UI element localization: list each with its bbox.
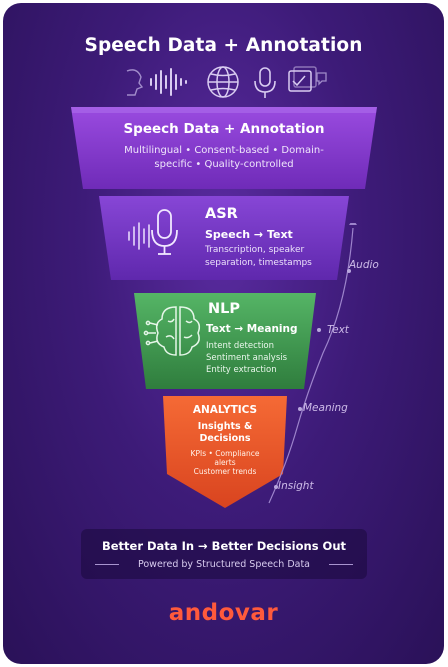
stage4-desc-line1: KPIs • Compliance [190, 449, 260, 458]
stage3-item3: Entity extraction [206, 365, 277, 375]
brain-icon [143, 306, 201, 356]
stage2-subtitle: Speech → Text [205, 228, 293, 241]
infographic-card: Speech Data + Annotation [3, 3, 444, 664]
stage4-subtitle-line1: Insights & [197, 421, 253, 432]
flow-dot [274, 485, 278, 489]
flow-dot [347, 269, 351, 273]
stage-asr: ASR Speech → Text Transcription, speaker… [99, 196, 349, 280]
flow-dot [317, 328, 321, 332]
stage-nlp: NLP Text → Meaning Intent detection Sent… [134, 293, 316, 389]
stage2-desc-line1: Transcription, speaker [205, 245, 305, 255]
stage3-title: NLP [208, 301, 241, 317]
side-label-text: Text [327, 324, 349, 336]
brand-logo: andovar [168, 600, 279, 626]
footer-headline: Better Data In → Better Decisions Out [101, 539, 347, 553]
stage-speech-data: Speech Data + Annotation Multilingual • … [71, 107, 377, 189]
stage2-title: ASR [205, 206, 238, 222]
footer-divider-right [329, 564, 353, 565]
footer-subline: Powered by Structured Speech Data [137, 559, 311, 570]
stage3-item2: Sentiment analysis [206, 353, 288, 363]
flow-arrow-head [349, 223, 357, 225]
globe-icon [207, 66, 239, 98]
stage1-title: Speech Data + Annotation [123, 121, 325, 137]
checklist-icon [288, 66, 317, 92]
side-label-meaning: Meaning [303, 402, 348, 414]
flow-dot [298, 407, 302, 411]
stage3-item1: Intent detection [206, 341, 275, 351]
asr-microphone-icon [151, 209, 178, 255]
stage4-subtitle-line2: Decisions [199, 433, 251, 444]
icon-row [126, 66, 327, 98]
side-label-insight: Insight [278, 480, 314, 492]
page-title: Speech Data + Annotation [84, 35, 363, 56]
flow-line [268, 223, 357, 504]
face-icon [126, 69, 144, 96]
stage2-desc-line2: separation, timestamps [205, 258, 312, 268]
microphone-icon [254, 67, 276, 98]
footer-divider-left [95, 564, 119, 565]
side-label-audio: Audio [349, 259, 379, 271]
stage1-desc-line1: Multilingual • Consent-based • Domain- [124, 145, 324, 156]
waveform-icon [150, 68, 187, 96]
stage1-desc-line2: specific • Quality-controlled [154, 159, 294, 170]
footer-box: Better Data In → Better Decisions Out Po… [81, 529, 367, 579]
stage4-title: ANALYTICS [192, 404, 258, 416]
chat-icon [316, 72, 327, 86]
stage-analytics: ANALYTICS Insights & Decisions KPIs • Co… [163, 396, 287, 508]
asr-waveform-icon [128, 222, 150, 250]
stage4-desc-line3: Customer trends [193, 467, 257, 476]
stage3-subtitle: Text → Meaning [206, 323, 298, 335]
stage4-desc-line2: alerts [214, 458, 236, 467]
